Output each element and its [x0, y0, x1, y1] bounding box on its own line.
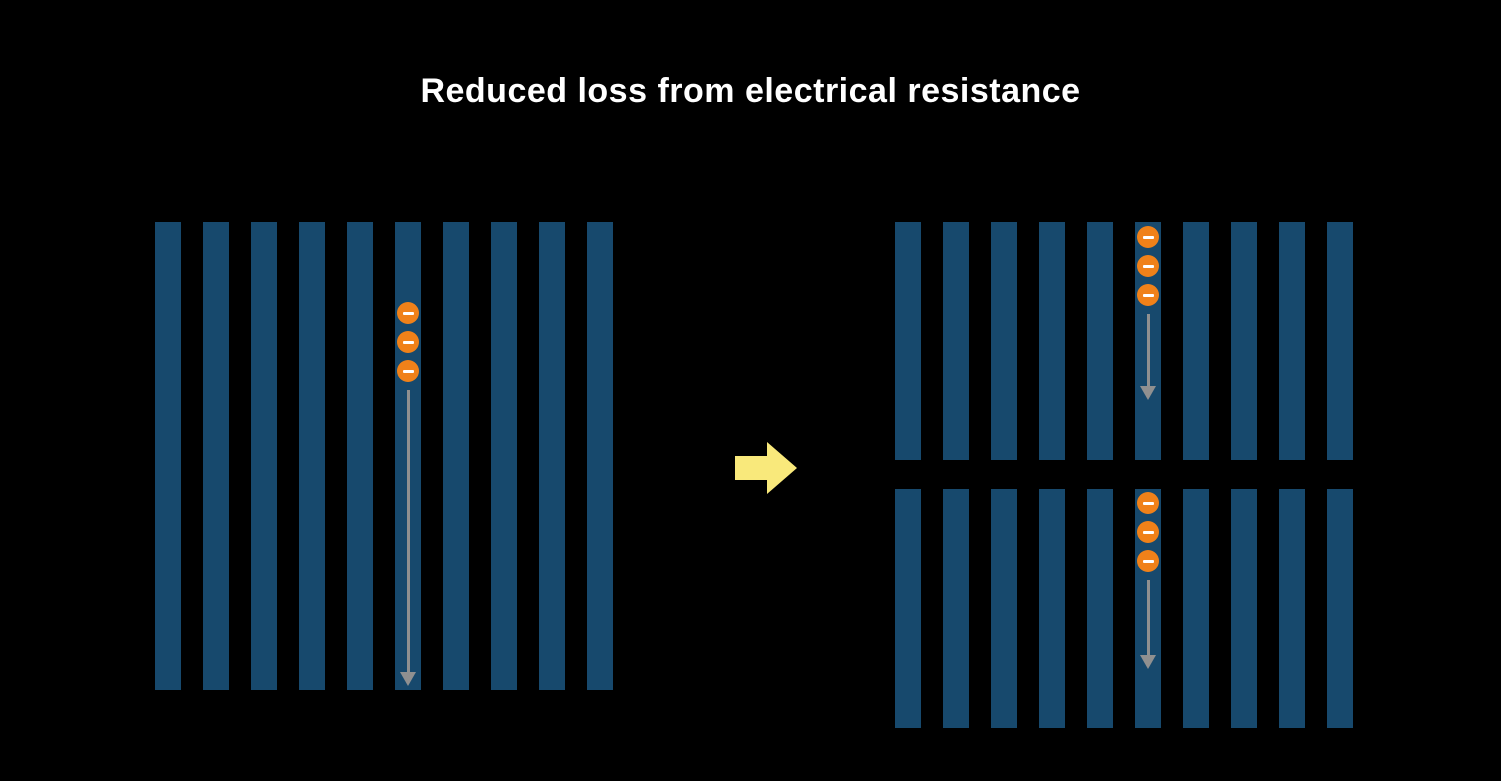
cell-bar	[1087, 489, 1113, 728]
minus-icon	[1142, 559, 1154, 563]
arrow-down-icon	[400, 672, 416, 686]
cell-bar	[1039, 489, 1065, 728]
cell-bar	[1327, 489, 1353, 728]
electron-minus-icon	[1137, 492, 1159, 514]
cell-bar	[1327, 222, 1353, 460]
minus-icon	[1142, 264, 1154, 268]
cell-bar	[895, 489, 921, 728]
cell-bar	[991, 222, 1017, 460]
electron-minus-icon	[1137, 521, 1159, 543]
cell-bar	[347, 222, 373, 690]
diagram-title: Reduced loss from electrical resistance	[420, 72, 1081, 110]
cell-bar	[587, 222, 613, 690]
cell-bar	[443, 222, 469, 690]
arrow-down-icon	[1140, 386, 1156, 400]
flow-arrow-line	[1146, 580, 1150, 657]
arrow-right-icon	[735, 442, 797, 494]
electron-minus-icon	[397, 360, 419, 382]
minus-icon	[1142, 530, 1154, 534]
cell-bar	[155, 222, 181, 690]
electron-minus-icon	[1137, 255, 1159, 277]
cell-bar	[991, 489, 1017, 728]
cell-bar	[1039, 222, 1065, 460]
minus-icon	[402, 340, 414, 344]
minus-icon	[402, 311, 414, 315]
cell-bar	[895, 222, 921, 460]
electron-minus-icon	[1137, 550, 1159, 572]
cell-bar	[1279, 489, 1305, 728]
cell-bar	[539, 222, 565, 690]
electron-minus-icon	[1137, 226, 1159, 248]
flow-arrow-line	[1146, 314, 1150, 388]
minus-icon	[1142, 293, 1154, 297]
half-cell-top-panel	[895, 222, 1353, 460]
cell-bar	[1183, 489, 1209, 728]
minus-icon	[402, 369, 414, 373]
cell-bar	[1231, 222, 1257, 460]
cell-bar	[1183, 222, 1209, 460]
half-cell-bottom-panel	[895, 489, 1353, 728]
full-cell-panel	[155, 222, 613, 690]
cell-bar	[299, 222, 325, 690]
arrow-down-icon	[1140, 655, 1156, 669]
cell-bar	[943, 489, 969, 728]
cell-bar	[203, 222, 229, 690]
cell-bar	[1231, 489, 1257, 728]
cell-bar	[251, 222, 277, 690]
cell-bar	[943, 222, 969, 460]
cell-bar	[491, 222, 517, 690]
electron-minus-icon	[397, 302, 419, 324]
flow-arrow-line	[406, 390, 410, 674]
electron-minus-icon	[397, 331, 419, 353]
cell-bar	[1279, 222, 1305, 460]
minus-icon	[1142, 501, 1154, 505]
electron-minus-icon	[1137, 284, 1159, 306]
cell-bar	[1087, 222, 1113, 460]
minus-icon	[1142, 235, 1154, 239]
